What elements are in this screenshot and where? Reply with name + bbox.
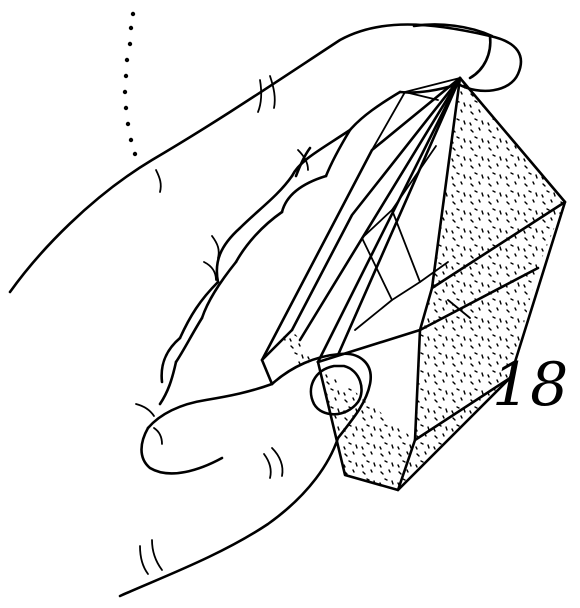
motion-dots [123,12,137,156]
step-number-label: 18 [492,355,568,415]
lower-hand [120,330,371,596]
